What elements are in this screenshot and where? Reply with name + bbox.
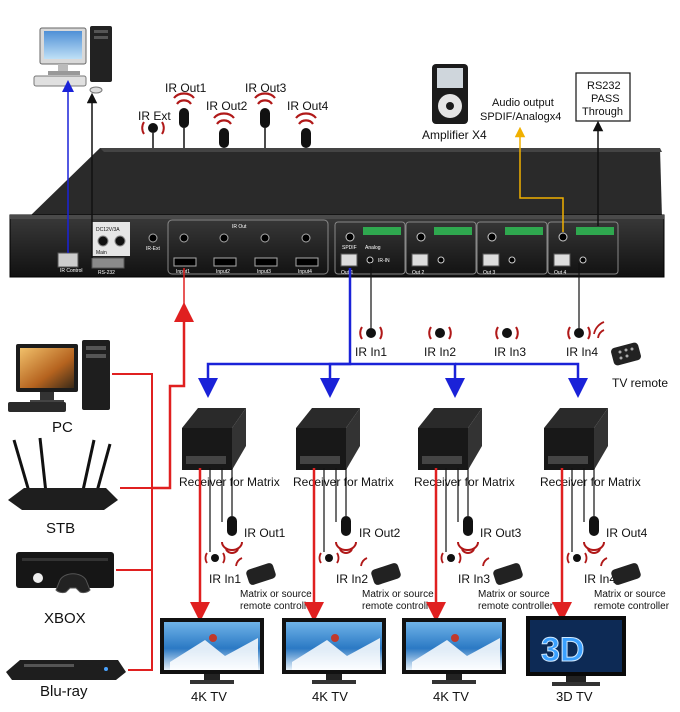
ir-in-receivers (359, 263, 591, 340)
panel-input1: Input1 (176, 269, 190, 275)
receiver-label-1: Receiver for Matrix (179, 475, 280, 489)
ir-in3-label: IR In3 (494, 345, 526, 359)
source-stb-label: STB (46, 520, 75, 537)
tv-remote-icon (593, 321, 641, 366)
audio-output-label-2: SPDIF/Analogx4 (480, 111, 561, 123)
panel-ir-in: IR-IN (378, 258, 390, 264)
receiver-ir-links (209, 468, 595, 552)
panel-spdif: SPDIF (342, 245, 357, 251)
receiver-ir-emitters (221, 516, 605, 554)
tv-icon (282, 618, 386, 684)
rx-ir-out1-label: IR Out1 (244, 526, 286, 540)
source-bluray-label: Blu-ray (40, 683, 88, 700)
panel-out4: Out 4 (554, 270, 566, 276)
amplifier-label: Amplifier X4 (422, 128, 487, 142)
panel-rs232: RS-232 (98, 270, 115, 276)
ir-in1-label: IR In1 (355, 345, 387, 359)
ir-out1-label: IR Out1 (165, 81, 207, 95)
rx-ir-out2-label: IR Out2 (359, 526, 401, 540)
ir-ext-receiver-icon (141, 121, 165, 182)
matrix-remote-label-3a: Matrix or source (478, 589, 550, 600)
tv-label-4: 3D TV (556, 689, 593, 704)
receiver-icon (296, 408, 360, 470)
tv-3d-icon (526, 616, 626, 686)
matrix-remote-label-3b: remote controller (478, 601, 554, 612)
panel-input3: Input3 (257, 269, 271, 275)
source-pc-label: PC (52, 419, 73, 436)
hdbaset-matrix-unit: IR Control DC12V/3A Main RS-232 IR-Ext I… (9, 148, 665, 278)
output-module-1: SPDIF Analog IR-IN Out 1 (334, 221, 406, 276)
rs232-label-1: RS232 (587, 80, 621, 92)
output-module-3: Out 3 (476, 221, 548, 276)
panel-ir-ext: IR-Ext (146, 246, 161, 252)
panel-analog: Analog (365, 245, 381, 251)
amplifier-icon (432, 64, 468, 124)
ir-ext-label: IR Ext (138, 109, 171, 123)
receiver-ir-sensors (204, 552, 588, 564)
receiver-label-2: Receiver for Matrix (293, 475, 394, 489)
receiver-icon (182, 408, 246, 470)
panel-out1: Out 1 (341, 270, 353, 276)
output-module-4: Out 4 (547, 221, 619, 276)
ir-in2-label: IR In2 (424, 345, 456, 359)
panel-input2: Input2 (216, 269, 230, 275)
matrix-remote-label-4a: Matrix or source (594, 589, 666, 600)
output-module-2: Out 2 (405, 221, 477, 276)
source-stb-icon (8, 437, 118, 510)
source-pc-icon (8, 340, 110, 412)
hdbaset-links (198, 268, 588, 398)
rx-ir-out3-label: IR Out3 (480, 526, 522, 540)
receiver-label-3: Receiver for Matrix (414, 475, 515, 489)
tv-label-3: 4K TV (433, 689, 469, 704)
panel-out2: Out 2 (412, 270, 424, 276)
panel-ir-control: IR Control (60, 268, 83, 274)
matrix-remote-label-1a: Matrix or source (240, 589, 312, 600)
rx-ir-out4-label: IR Out4 (606, 526, 648, 540)
rs232-box (575, 72, 631, 122)
tv-label-1: 4K TV (191, 689, 227, 704)
tv-label-2: 4K TV (312, 689, 348, 704)
panel-out3: Out 3 (483, 270, 495, 276)
receivers (182, 408, 608, 470)
control-computer-icon (33, 26, 112, 94)
rx-ir-in1-label: IR In1 (209, 572, 241, 586)
matrix-remote-label-4b: remote controller (594, 601, 670, 612)
matrix-remote-label-2a: Matrix or source (362, 589, 434, 600)
audio-output-link (514, 126, 564, 232)
tv-remote-label: TV remote (612, 376, 668, 390)
panel-main: Main (96, 250, 107, 256)
rs232-label-3: Through (582, 106, 623, 118)
matrix-remote-icons (235, 557, 641, 585)
ir-out3-label: IR Out3 (245, 81, 287, 95)
matrix-remote-label-1b: remote controller (240, 601, 316, 612)
tv-3d-logo: 3D (541, 631, 584, 669)
source-bluray-icon (6, 660, 126, 680)
tv-icon (160, 618, 264, 684)
rx-ir-in4-label: IR In4 (584, 572, 616, 586)
panel-ir-out: IR Out (232, 224, 247, 230)
receiver-label-4: Receiver for Matrix (540, 475, 641, 489)
tv-icon (402, 618, 506, 684)
source-xbox-label: XBOX (44, 610, 86, 627)
source-xbox-icon (16, 552, 114, 594)
audio-output-label-1: Audio output (492, 97, 554, 109)
rx-ir-in2-label: IR In2 (336, 572, 368, 586)
ir-out2-label: IR Out2 (206, 99, 248, 113)
hdmi-output-links (190, 468, 572, 622)
receiver-icon (418, 408, 482, 470)
tv-displays (160, 616, 626, 686)
ir-in4-label: IR In4 (566, 345, 598, 359)
rx-ir-in3-label: IR In3 (458, 572, 490, 586)
hdmi-input-links (112, 268, 194, 671)
ir-out4-label: IR Out4 (287, 99, 329, 113)
rs232-label-2: PASS (591, 93, 620, 105)
panel-input4: Input4 (298, 269, 312, 275)
matrix-remote-label-2b: remote controller (362, 601, 438, 612)
receiver-icon (544, 408, 608, 470)
panel-power: DC12V/3A (96, 227, 120, 233)
